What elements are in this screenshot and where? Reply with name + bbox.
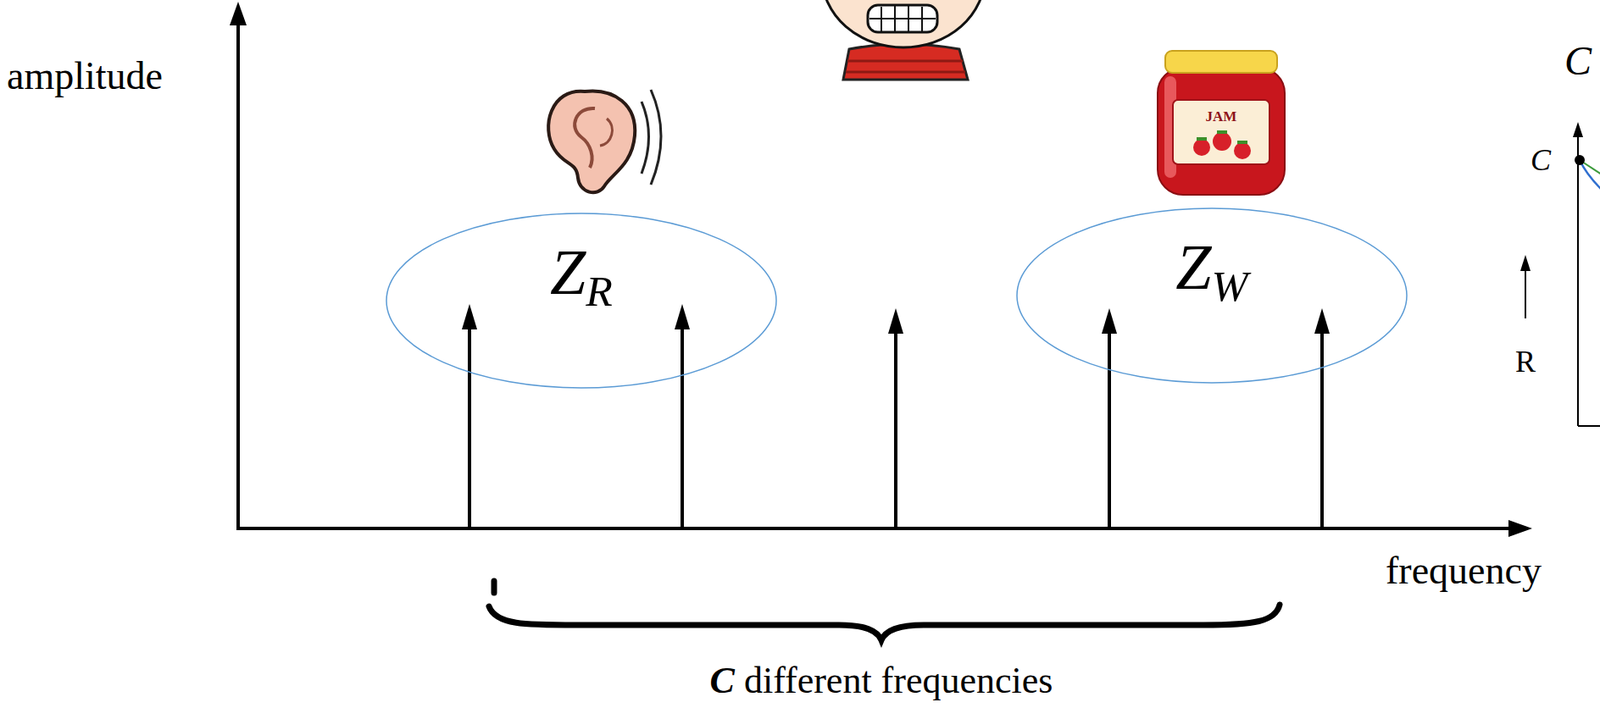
plot-label: C [1530, 144, 1551, 178]
node-symbol: ZR [550, 239, 613, 314]
panel-letter: C [1564, 38, 1592, 84]
brace [488, 581, 1280, 641]
ellipse-node: ZW [1016, 207, 1408, 384]
axis-label: amplitude [6, 55, 163, 99]
jam-jar [1157, 50, 1285, 195]
jar-label: JAM [1205, 109, 1238, 126]
frequency-spikes [461, 304, 1330, 529]
ear-icon [548, 89, 662, 193]
side-plot [1520, 122, 1600, 427]
plot-label: R [1515, 345, 1536, 380]
node-symbol: ZW [1175, 234, 1248, 309]
axes [229, 1, 1533, 538]
brace-caption: C different frequencies [710, 661, 1054, 702]
ellipse-node: ZR [385, 212, 778, 389]
cartoon-person [765, 0, 1041, 80]
axis-label: frequency [1385, 550, 1542, 594]
